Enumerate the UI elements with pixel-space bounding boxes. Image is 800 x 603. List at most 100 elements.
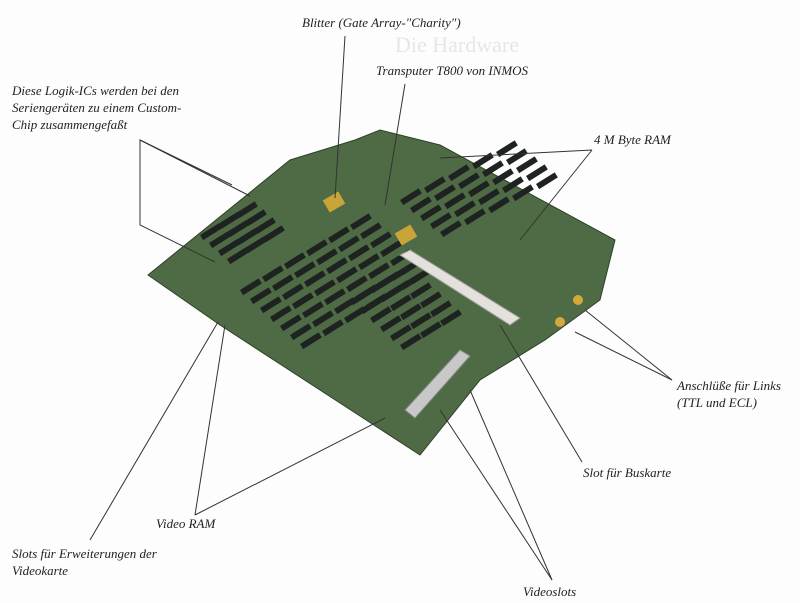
- ic-chip: [370, 276, 392, 294]
- video-ram-label: Video RAM: [156, 516, 216, 531]
- ic-chip: [322, 319, 344, 337]
- ic-chip: [245, 209, 267, 227]
- ic-chip: [389, 324, 412, 342]
- videoslots-label: Videoslots: [523, 584, 577, 599]
- links-label-line: (TTL und ECL): [677, 395, 757, 410]
- ic-chip: [290, 323, 312, 341]
- ic-chip: [293, 261, 316, 279]
- ic-chip: [311, 310, 334, 328]
- transputer-chip: [394, 224, 418, 246]
- bus-slot-label: Slot für Buskarte: [583, 465, 672, 480]
- ic-chip: [347, 244, 370, 262]
- ic-chip: [208, 231, 231, 249]
- ic-chip: [284, 252, 306, 270]
- ic-chip: [424, 176, 446, 194]
- ic-chip: [477, 188, 500, 206]
- ram-label: 4 M Byte RAM: [594, 132, 671, 147]
- blitter-chip: [322, 191, 346, 213]
- ic-chip: [367, 262, 390, 280]
- bleed-through-heading: Die Hardware: [395, 32, 519, 57]
- transputer-label: Transputer T800 von INMOS: [376, 63, 529, 78]
- ic-chip: [399, 303, 422, 321]
- ic-chip: [239, 278, 262, 296]
- ic-chip: [328, 226, 350, 244]
- ic-chip: [280, 314, 302, 332]
- ic-chip: [487, 196, 510, 214]
- ic-chip: [359, 297, 382, 315]
- links-label: Anschlüße für Links (TTL und ECL): [677, 377, 781, 411]
- ic-chip: [400, 333, 422, 351]
- ic-chip: [390, 264, 412, 282]
- ic-chip: [536, 172, 558, 190]
- expansion-label-line: Videokarte: [12, 563, 69, 578]
- ic-chip: [236, 201, 258, 219]
- logic-label-line: Diese Logik-ICs werden bei den: [12, 83, 180, 98]
- ic-chip: [333, 297, 356, 315]
- ic-chip: [505, 148, 528, 166]
- ic-chip: [410, 196, 432, 214]
- ic-chip: [502, 176, 524, 194]
- chip-array: [199, 140, 558, 351]
- ic-chip: [260, 296, 282, 314]
- ic-chip: [379, 285, 402, 303]
- ic-chip: [350, 288, 372, 306]
- ic-chip: [325, 257, 348, 275]
- link-connector: [555, 317, 565, 327]
- ic-chip: [429, 212, 452, 230]
- ic-chip: [439, 309, 462, 327]
- ic-chip: [516, 156, 538, 174]
- video-slot-connector: [404, 349, 471, 419]
- ic-chip: [419, 321, 442, 339]
- leader-lines: [89, 35, 673, 581]
- ic-chip: [453, 200, 476, 218]
- ic-chip: [359, 222, 382, 240]
- ic-chip: [458, 172, 480, 190]
- ic-chip: [358, 253, 380, 271]
- ic-chip: [379, 240, 402, 258]
- ic-chip: [346, 275, 368, 293]
- ic-chip: [235, 228, 258, 246]
- ic-chip: [261, 265, 284, 283]
- logic-label-line: Seriengeräten zu einem Custom-: [12, 100, 182, 115]
- ic-chip: [302, 301, 324, 319]
- ic-chip: [419, 291, 442, 309]
- ic-chip: [468, 180, 490, 198]
- ic-chip: [338, 235, 360, 253]
- ic-chip: [314, 279, 336, 297]
- link-connector: [573, 295, 583, 305]
- ic-chip: [370, 306, 392, 324]
- ic-chip: [350, 213, 372, 231]
- ic-chip: [218, 212, 240, 230]
- expansion-label-line: Slots für Erweiterungen der: [12, 546, 157, 561]
- ic-chip: [526, 164, 548, 182]
- ic-chip: [272, 274, 294, 292]
- logic-ics-label: Diese Logik-ICs werden bei den Serienger…: [12, 82, 181, 133]
- ic-chip: [471, 152, 494, 170]
- ic-chip: [482, 160, 504, 178]
- ic-chip: [440, 220, 462, 238]
- ic-chip: [430, 300, 452, 318]
- ic-chip: [199, 223, 222, 241]
- ic-chip: [344, 306, 366, 324]
- ic-chip: [250, 287, 272, 305]
- ic-chip: [420, 204, 442, 222]
- ic-chip: [495, 140, 518, 158]
- ic-chip: [244, 236, 267, 254]
- ic-chip: [304, 270, 326, 288]
- ic-chip: [254, 217, 276, 235]
- ic-chip: [434, 184, 456, 202]
- blitter-label: Blitter (Gate Array-"Charity"): [302, 15, 461, 30]
- ic-chip: [410, 282, 432, 300]
- ic-chip: [379, 315, 402, 333]
- ic-chip: [464, 208, 486, 226]
- ic-chip: [410, 312, 432, 330]
- ic-chip: [306, 239, 328, 257]
- ic-chip: [448, 164, 470, 182]
- ic-chip: [370, 231, 392, 249]
- ic-chip: [444, 192, 466, 210]
- ic-chip: [399, 273, 422, 291]
- ic-chip: [492, 168, 514, 186]
- ic-chip: [282, 283, 304, 301]
